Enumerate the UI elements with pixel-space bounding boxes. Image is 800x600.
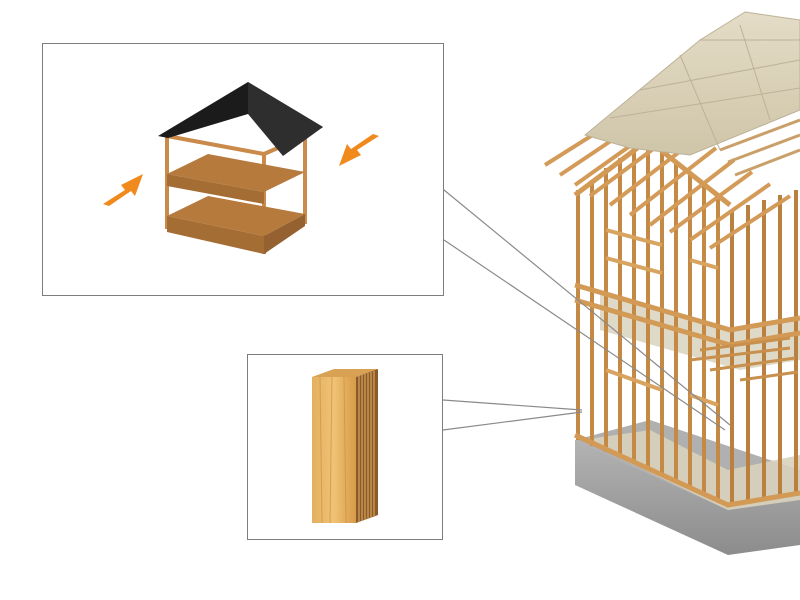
foundation-slab — [575, 440, 800, 555]
side-floor-edge — [264, 214, 305, 254]
upper-floor-plate — [167, 154, 305, 192]
left-arrow-icon — [103, 174, 143, 206]
lower-floor-edge — [167, 216, 264, 254]
roof-front-slope — [248, 82, 323, 156]
frame-box-inset — [42, 43, 444, 296]
right-arrow-icon — [339, 134, 379, 166]
post-front-face — [312, 377, 356, 523]
openings — [605, 228, 719, 407]
roof-ridge-rafters — [719, 118, 800, 177]
leader-lines — [442, 189, 731, 431]
upper-floor-edge — [167, 174, 264, 204]
lumber-inset — [247, 354, 443, 540]
roof-sheathing — [583, 11, 800, 156]
laminated-lumber-post-icon — [312, 369, 378, 524]
lower-floor-plate — [167, 196, 305, 236]
floor-joists — [689, 336, 799, 382]
box-frame-with-roof-icon — [103, 82, 379, 254]
